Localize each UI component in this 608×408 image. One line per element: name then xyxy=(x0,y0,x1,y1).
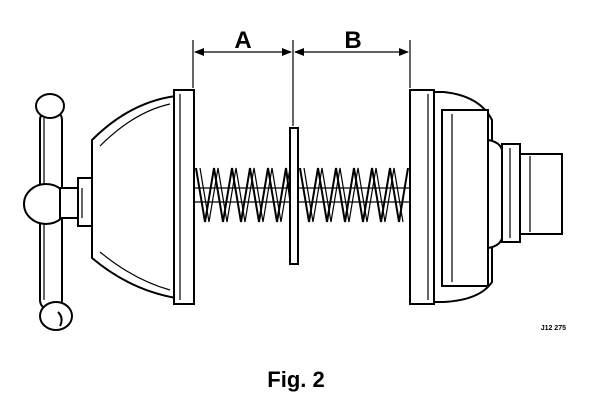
dimension-lines xyxy=(192,40,411,126)
left-cone-housing xyxy=(91,94,177,300)
center-rod xyxy=(194,187,412,203)
dimension-a-label: A xyxy=(234,27,251,54)
figure-caption: Fig. 2 xyxy=(267,367,324,392)
reference-code: J12 275 xyxy=(541,325,566,332)
left-plate xyxy=(173,89,195,305)
spring-coil-b xyxy=(299,167,409,223)
right-plate xyxy=(409,89,435,305)
spring-coil-a xyxy=(195,167,294,223)
center-plate xyxy=(289,127,299,265)
right-end-cap xyxy=(519,153,563,235)
right-housing xyxy=(433,91,521,303)
dimension-b-label: B xyxy=(344,27,361,54)
handle-boss xyxy=(23,177,93,227)
